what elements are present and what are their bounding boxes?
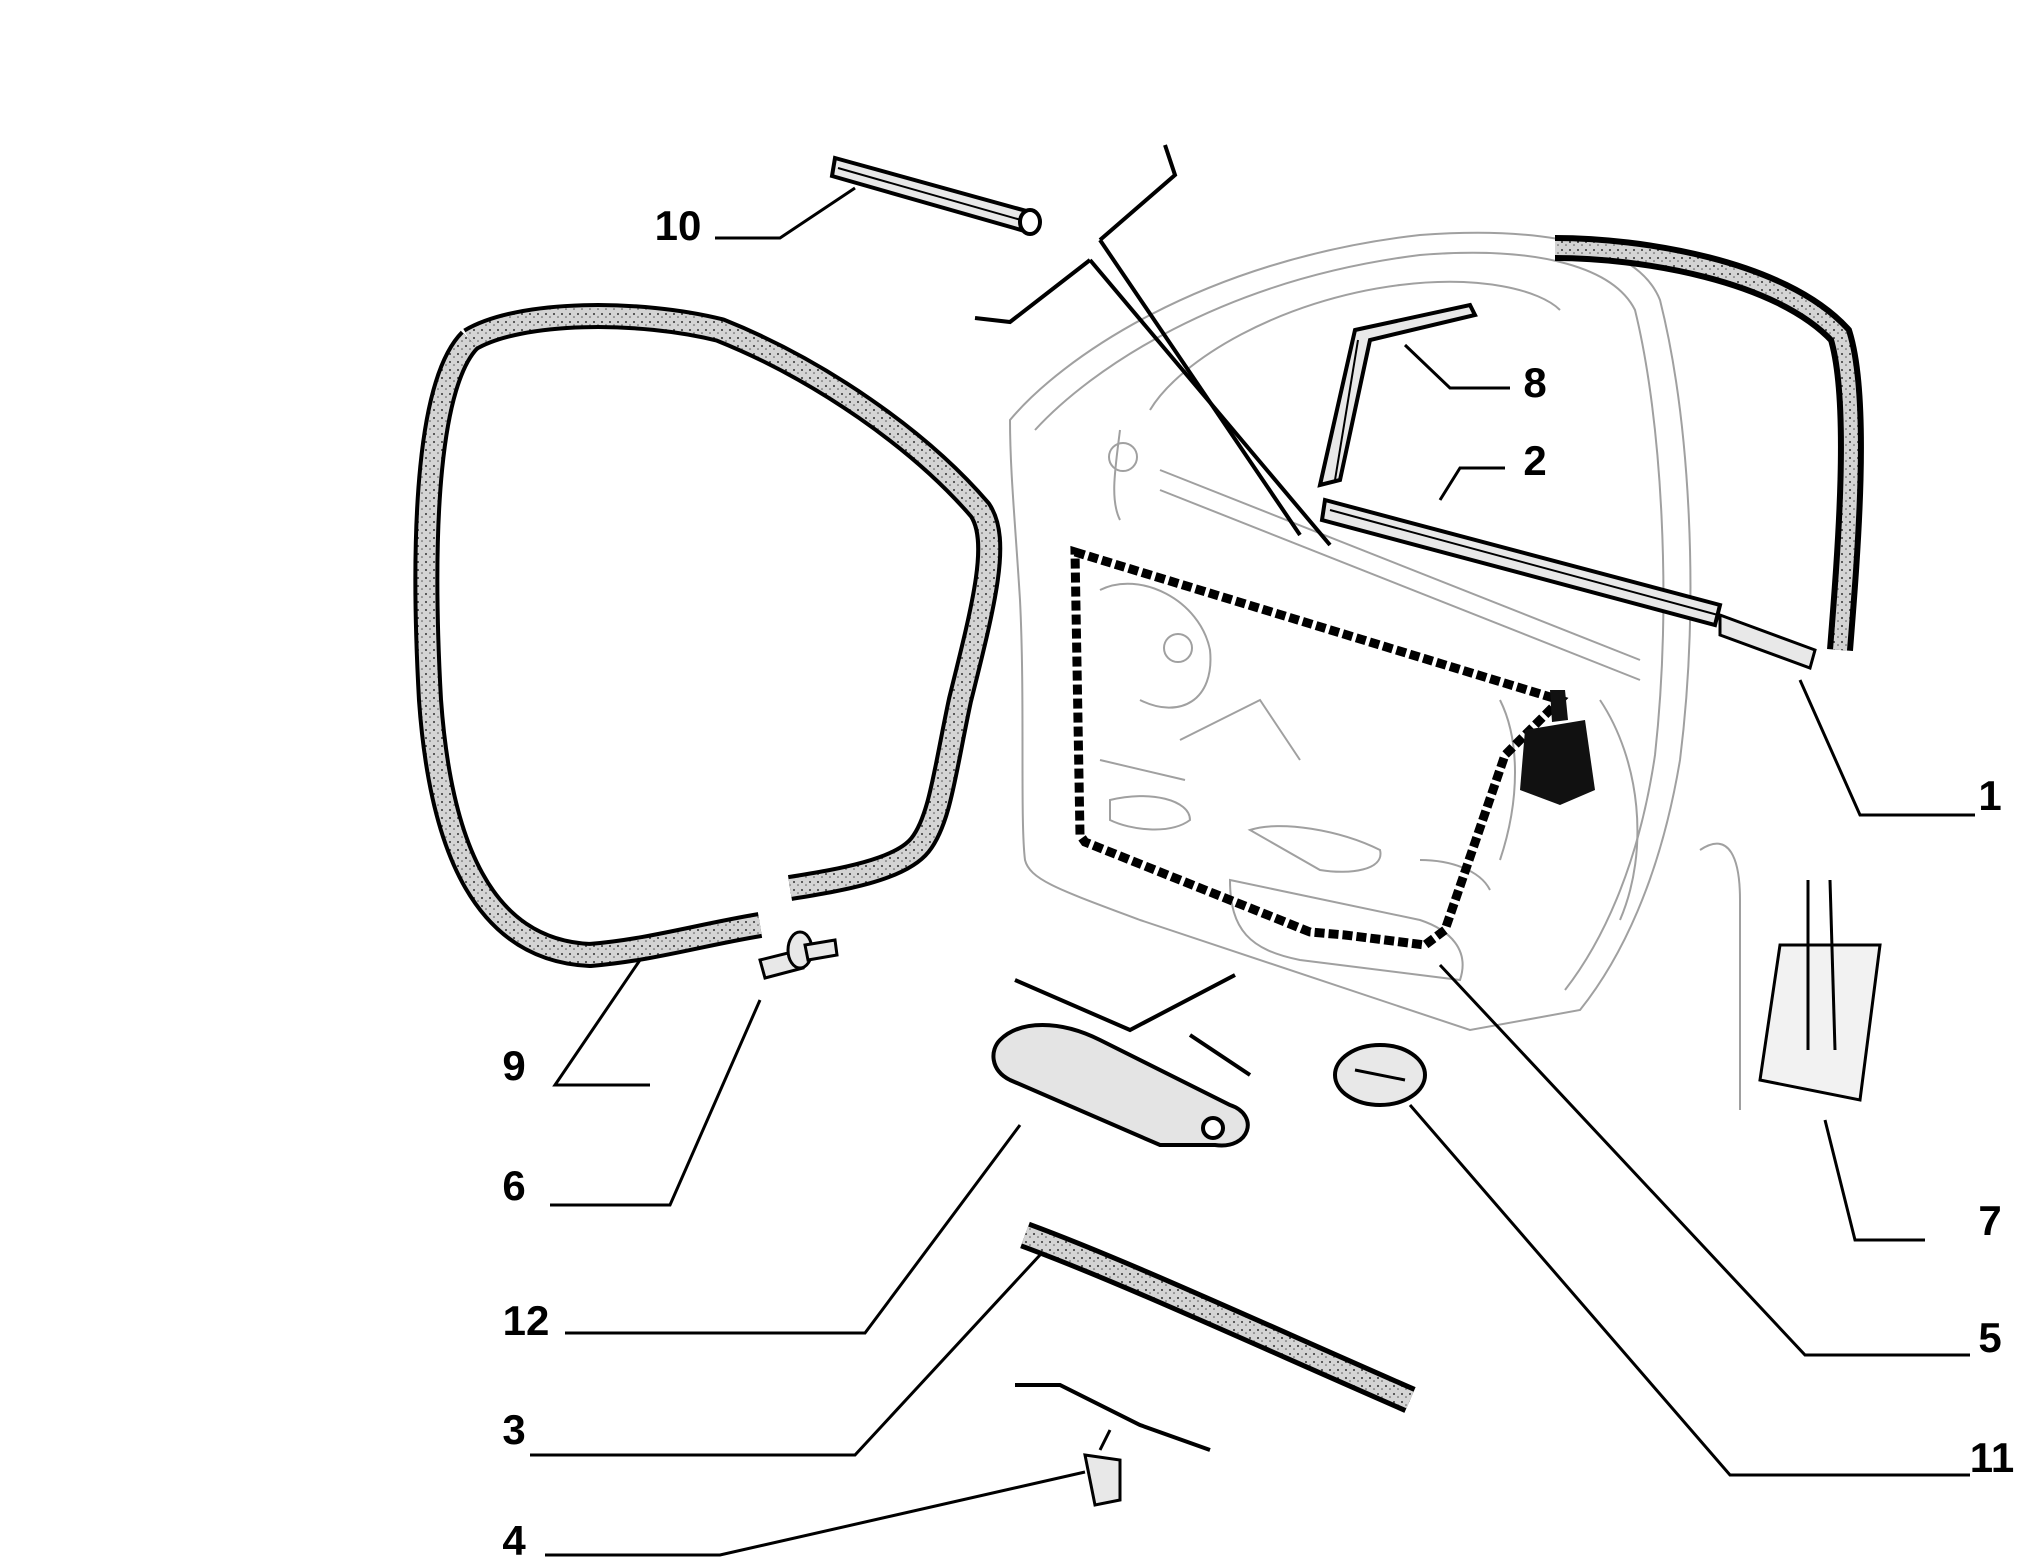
callout-12: 12 xyxy=(503,1297,550,1344)
callout-5: 5 xyxy=(1978,1314,2001,1361)
detail-view-7 xyxy=(1758,879,1882,1102)
door-panel xyxy=(1008,231,1741,1110)
leader-lines xyxy=(530,186,1975,1557)
screw-fastener xyxy=(1083,1429,1122,1507)
reference-lines xyxy=(974,144,1332,1452)
door-check-bracket xyxy=(991,1023,1250,1148)
seal-clip-block xyxy=(1520,690,1595,805)
window-channel xyxy=(1317,302,1723,628)
callout-11: 11 xyxy=(1970,1434,2014,1481)
lower-seal-strip xyxy=(1020,1221,1416,1413)
door-frame-seal xyxy=(413,303,1003,969)
callout-7: 7 xyxy=(1978,1197,2001,1244)
callout-6: 6 xyxy=(502,1162,525,1209)
callout-2: 2 xyxy=(1523,437,1546,484)
callout-8: 8 xyxy=(1523,359,1546,406)
callout-10: 10 xyxy=(655,202,702,249)
callout-4: 4 xyxy=(502,1517,526,1563)
callout-1: 1 xyxy=(1978,772,2001,819)
callout-9: 9 xyxy=(502,1042,525,1089)
roof-channel-seal xyxy=(1554,235,1864,670)
door-aperture-seal xyxy=(1070,545,1569,950)
callout-3: 3 xyxy=(502,1406,525,1453)
body-plug xyxy=(1333,1043,1427,1107)
push-pin-fastener xyxy=(758,930,839,980)
upper-weatherstrip xyxy=(829,155,1042,236)
